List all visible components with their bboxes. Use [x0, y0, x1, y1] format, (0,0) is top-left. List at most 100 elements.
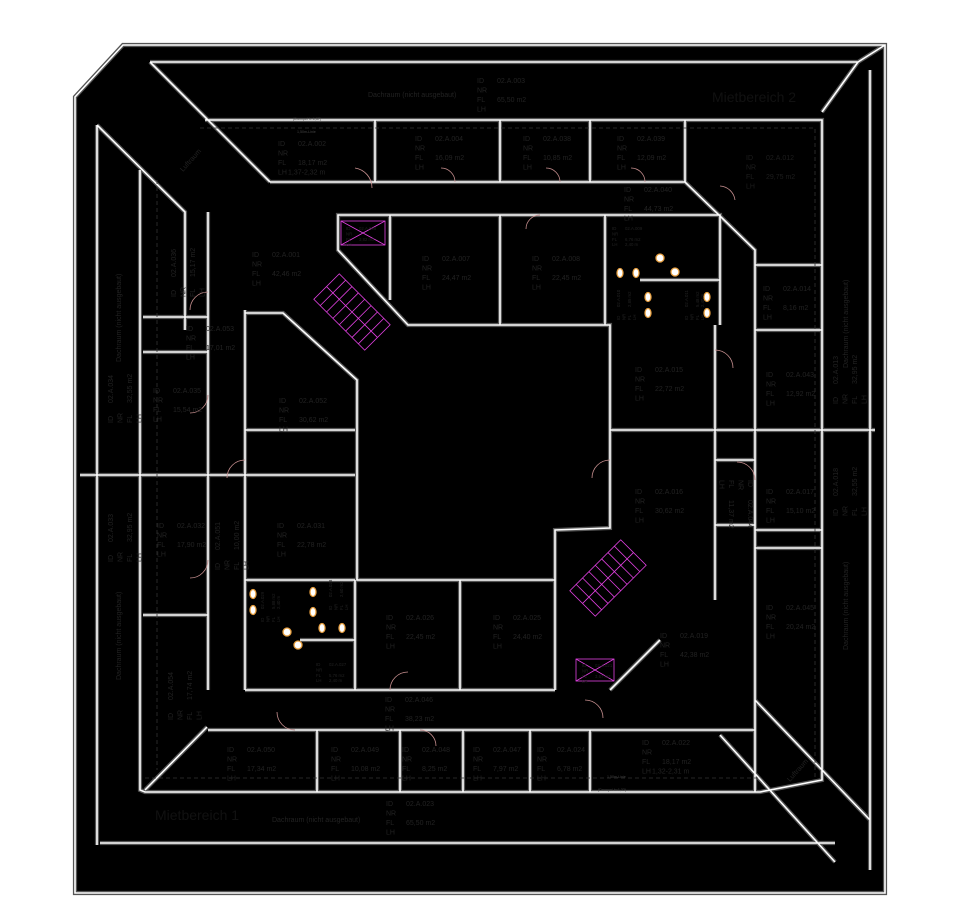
field-label-id: ID	[153, 388, 160, 395]
room-id: 02.A.014	[783, 286, 811, 293]
room-height: 2,40 m	[700, 293, 705, 307]
field-label-fl: FL	[477, 97, 485, 104]
field-label-nr: NR	[635, 499, 645, 506]
field-label-id: ID	[763, 286, 770, 293]
room-id: 02.A.054	[168, 672, 175, 700]
field-label-nr: NR	[153, 398, 163, 405]
field-label-nr: NR	[316, 667, 322, 672]
field-label-fl: FL	[493, 634, 501, 641]
field-label-lh: LH	[331, 776, 340, 783]
field-label-lh: LH	[278, 170, 287, 177]
room-id: 02.A.013	[833, 356, 840, 384]
field-label-id: ID	[279, 398, 286, 405]
field-label-id: ID	[171, 290, 178, 297]
field-label-id: ID	[415, 136, 422, 143]
room-id: 02.A.053	[206, 326, 234, 333]
field-label-fl: FL	[386, 820, 394, 827]
room-area: 22,45 m2	[406, 634, 435, 641]
room-area: 29,75 m2	[766, 174, 795, 181]
room-height: 2,40 m	[329, 678, 343, 683]
field-label-fl: FL	[234, 562, 241, 570]
field-label-fl: FL	[727, 480, 734, 488]
room-area: 12,92 m2	[786, 391, 815, 398]
room-area: 22,45 m2	[552, 275, 581, 282]
field-label-nr: NR	[265, 616, 270, 622]
field-label-fl: FL	[402, 766, 410, 773]
room-id: 02.A.017	[786, 489, 814, 496]
field-label-fl: FL	[537, 766, 545, 773]
field-label-lh: LH	[660, 662, 669, 669]
room-id: 02.A.038	[543, 136, 571, 143]
field-label-fl: FL	[271, 616, 276, 622]
room-area: 6,78 m2	[557, 766, 582, 773]
field-label-fl: FL	[746, 174, 754, 181]
room-id: 02.A.040	[644, 187, 672, 194]
field-label-fl: FL	[582, 674, 588, 679]
room-area: 8,16 m2	[783, 305, 808, 312]
field-label-fl: FL	[186, 345, 194, 352]
field-label-nr: NR	[415, 146, 425, 153]
field-label-lh: LH	[477, 107, 486, 114]
field-label-id: ID	[108, 555, 115, 562]
room-area: 22,72 m2	[655, 386, 684, 393]
room-area: 18,17 m2	[298, 160, 327, 167]
room-area: 11,37 m2	[727, 500, 734, 529]
field-label-fl: FL	[386, 634, 394, 641]
field-label-lh: LH	[344, 605, 349, 611]
room-height: 1,32-2,31 m	[652, 769, 690, 776]
field-label-fl: FL	[422, 275, 430, 282]
field-label-lh: LH	[718, 480, 725, 489]
room-area: 17,01 m2	[206, 345, 235, 352]
field-label-fl: FL	[279, 417, 287, 424]
room-id: 02.A.019	[680, 633, 708, 640]
